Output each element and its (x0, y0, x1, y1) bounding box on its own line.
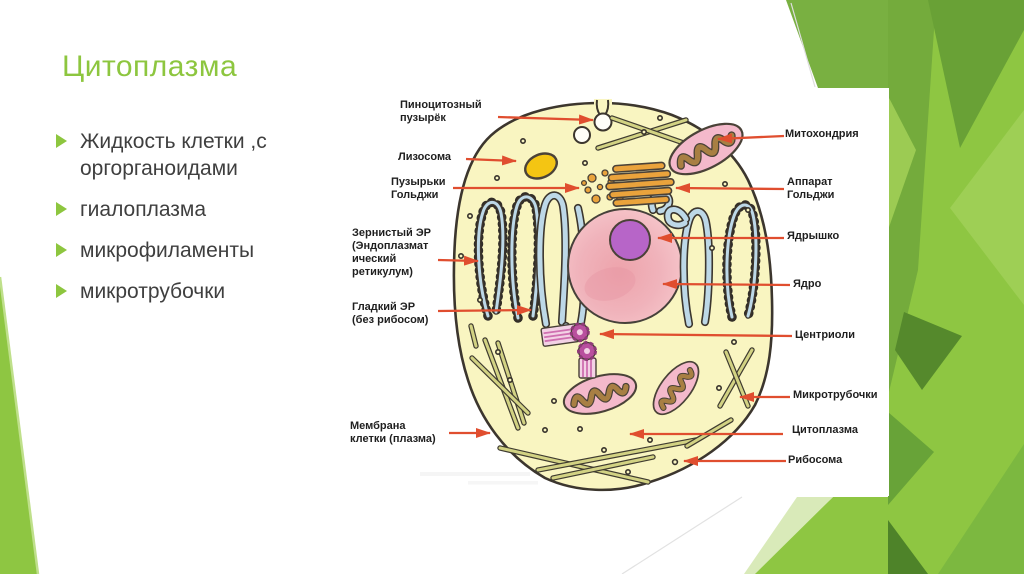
golgi-apparatus-shape (605, 161, 675, 207)
label-line: ический (352, 253, 397, 265)
label-line: Пузырьки (391, 176, 446, 188)
label-microtubules: Микротрубочки (793, 389, 878, 402)
label-cell-membrane: Мембрана клетки (плазма) (350, 420, 436, 446)
list-item: микрофиламенты (56, 237, 336, 264)
label-line: пузырёк (400, 112, 446, 124)
bullet-triangle-icon (56, 202, 67, 216)
nucleolus-shape (609, 219, 651, 261)
label-pinocytotic-vesicle: Пиноцитозный пузырёк (400, 99, 482, 125)
label-smooth-er: Гладкий ЭР (без рибосом) (352, 301, 428, 327)
list-item: гиалоплазма (56, 196, 336, 223)
lysosome-shape (524, 152, 558, 180)
label-line: Гольджи (391, 189, 439, 201)
bullet-text: гиалоплазма (80, 198, 207, 221)
right-accent-band (621, 0, 1024, 574)
pinocytotic-vesicle-shape (573, 99, 613, 144)
smooth-er-right-shape (663, 205, 714, 329)
label-line: (без рибосом) (352, 314, 429, 326)
mitochondrion-shape (562, 373, 638, 415)
bullet-triangle-icon (56, 134, 67, 148)
label-line: Рибосома (788, 454, 843, 466)
cell-diagram-panel: Пиноцитозный пузырёк Лизосома Пузырьки Г… (348, 88, 889, 496)
ribosome-dots (458, 114, 751, 475)
label-ribosome: Рибосома (788, 454, 842, 467)
bullet-triangle-icon (56, 243, 67, 257)
centrioles-shape (540, 322, 597, 379)
scan-artifact (420, 472, 538, 485)
label-line: Гладкий ЭР (352, 301, 416, 313)
label-line: Ядро (793, 278, 822, 290)
label-line: Ядрышко (787, 230, 840, 242)
label-line: Гольджи (787, 189, 835, 201)
label-line: Митохондрия (785, 128, 859, 140)
label-lysosome: Лизосома (398, 151, 451, 164)
label-line: Микротрубочки (793, 389, 878, 401)
label-cytoplasm: Цитоплазма (792, 424, 858, 437)
bullet-line: Жидкость клетки ,с (80, 130, 267, 153)
label-line: клетки (плазма) (350, 433, 436, 445)
bullet-text: микрофиламенты (80, 239, 255, 262)
label-line: Лизосома (398, 151, 452, 163)
label-rough-er: Зернистый ЭР (Эндоплазмат ический ретику… (352, 227, 431, 279)
label-line: (Эндоплазмат (352, 240, 429, 252)
list-item: микротрубочки (56, 278, 336, 305)
label-nucleolus: Ядрышко (787, 230, 839, 243)
label-golgi-apparatus: Аппарат Гольджи (787, 176, 834, 202)
label-line: Пиноцитозный (400, 99, 482, 111)
bullet-text: Жидкость клетки ,с оргорганоидами (80, 128, 267, 182)
list-item: Жидкость клетки ,с оргорганоидами (56, 128, 336, 182)
rough-er-right-shape (722, 200, 761, 322)
label-nucleus: Ядро (793, 278, 821, 291)
bullet-line: оргорганоидами (80, 157, 238, 180)
bullet-list: Жидкость клетки ,с оргорганоидами гиалопл… (56, 128, 336, 319)
label-line: Аппарат (787, 176, 833, 188)
nucleus-shape (567, 208, 683, 324)
label-mitochondrion: Митохондрия (785, 128, 859, 141)
cell-diagram-drawing (420, 99, 793, 492)
left-accent-wedge (0, 276, 40, 574)
bullet-triangle-icon (56, 284, 67, 298)
label-arrows (437, 114, 793, 466)
label-centrioles: Центриоли (795, 329, 855, 342)
label-line: Зернистый ЭР (352, 227, 432, 239)
page-title: Цитоплазма (62, 50, 238, 83)
label-golgi-vesicles: Пузырьки Гольджи (391, 176, 446, 202)
label-line: ретикулум) (352, 266, 413, 278)
label-line: Центриоли (795, 329, 855, 341)
label-line: Цитоплазма (792, 424, 858, 436)
mitochondrion-shape (652, 360, 700, 416)
label-line: Мембрана (350, 420, 406, 432)
bullet-text: микротрубочки (80, 280, 226, 303)
